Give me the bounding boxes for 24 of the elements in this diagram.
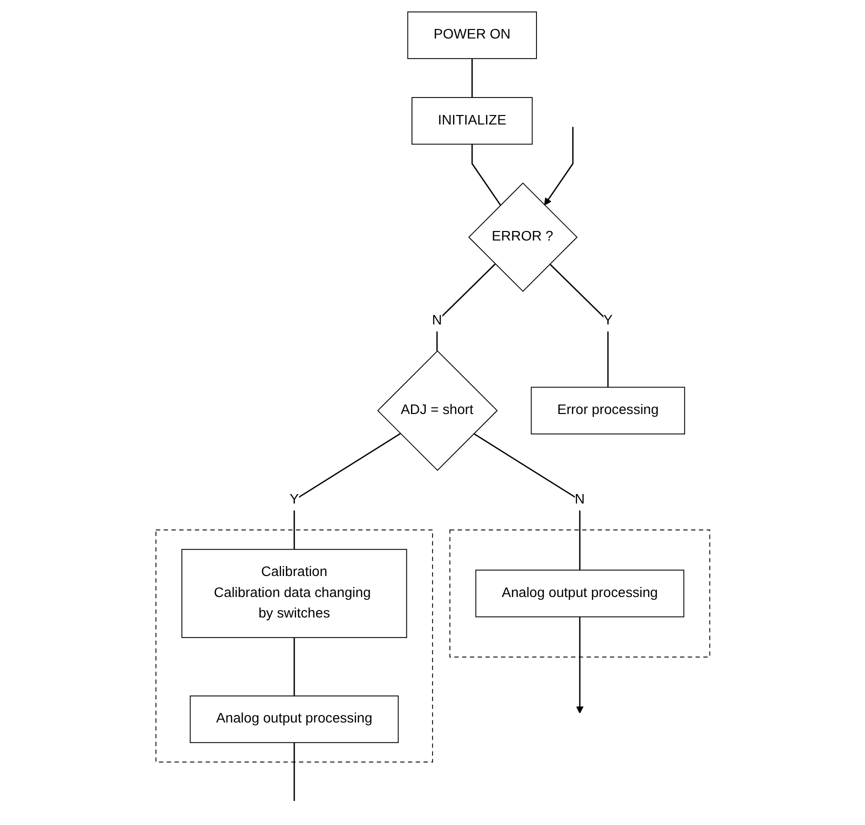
connector: [473, 433, 580, 570]
connector: [549, 264, 608, 388]
connector: [471, 58, 472, 98]
connector: [293, 742, 295, 801]
node-box: Analog output processing: [475, 570, 684, 618]
edge-label: N: [432, 313, 442, 328]
node-box: Calibration Calibration data changing by switches: [181, 548, 407, 638]
node-diamond: ERROR ?: [468, 182, 578, 292]
connector: [471, 144, 501, 206]
edge-label: N: [574, 492, 584, 508]
edge-label: Y: [289, 492, 299, 508]
connector: [436, 264, 496, 351]
cluster: [449, 530, 710, 658]
arrow: [576, 616, 584, 714]
node-box: POWER ON: [406, 11, 537, 60]
arrow: [544, 126, 574, 206]
node-box: INITIALIZE: [411, 97, 532, 145]
node-box: Error processing: [530, 386, 685, 434]
node-box: Analog output processing: [189, 696, 398, 744]
node-diamond: ADJ = short: [376, 350, 498, 471]
edge-label: Y: [603, 313, 612, 328]
cluster: [155, 530, 433, 762]
connector: [293, 433, 400, 550]
connector: [293, 638, 295, 696]
